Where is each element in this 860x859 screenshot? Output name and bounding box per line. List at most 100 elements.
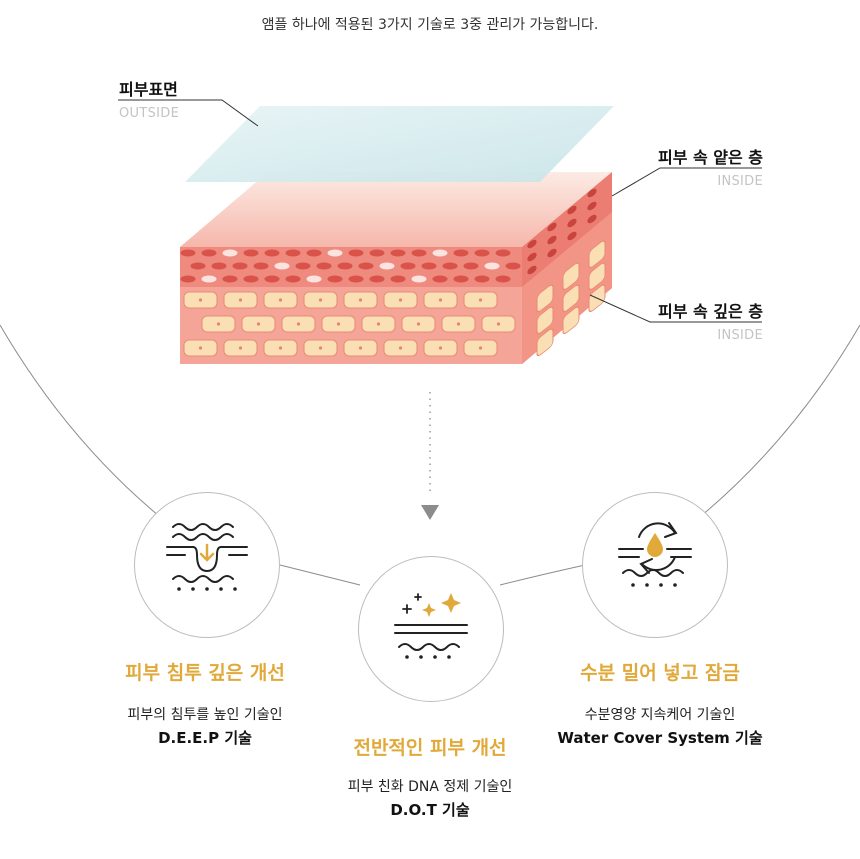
red-cell — [264, 249, 280, 257]
cell-nucleus — [198, 346, 203, 350]
cell-nucleus — [496, 322, 501, 326]
red-cell — [180, 249, 196, 257]
red-cell — [400, 262, 416, 270]
red-cell — [411, 249, 427, 257]
red-cell — [327, 249, 343, 257]
red-cell — [306, 249, 322, 257]
red-cell — [567, 218, 577, 228]
cell-nucleus — [278, 298, 283, 302]
red-cell — [505, 262, 521, 270]
cell-nucleus — [358, 298, 363, 302]
feature-1-code: D.E.E.P 기술 — [158, 729, 252, 747]
red-cell — [295, 262, 311, 270]
feature-2-title: 전반적인 피부 개선 — [353, 737, 507, 759]
cell-nucleus — [376, 322, 381, 326]
feature-1-title: 피부 침투 깊은 개선 — [125, 662, 285, 684]
cell-nucleus — [416, 322, 421, 326]
red-cell — [285, 249, 301, 257]
feature-2-circle — [358, 556, 504, 702]
red-cell — [432, 275, 448, 283]
red-cell — [432, 249, 448, 257]
feature-1-desc: 피부의 침투를 높인 기술인 — [127, 707, 283, 723]
feature-3-desc: 수분영양 지속케어 기술인 — [584, 707, 736, 723]
skin-cell — [536, 284, 554, 313]
red-cell — [421, 262, 437, 270]
feature-3-code: Water Cover System 기술 — [557, 729, 763, 747]
cell-nucleus — [318, 298, 323, 302]
cell-nucleus — [278, 346, 283, 350]
red-cell — [495, 249, 511, 257]
red-cell — [390, 275, 406, 283]
cell-nucleus — [478, 298, 483, 302]
red-cell — [243, 249, 259, 257]
skin-cell — [562, 306, 580, 335]
red-cell — [243, 275, 259, 283]
surface-layer-title: 피부표면 — [119, 80, 178, 99]
feature-3-title: 수분 밀어 넣고 잠금 — [580, 662, 740, 684]
red-cell — [411, 275, 427, 283]
red-cell — [527, 239, 537, 249]
feature-3-circle — [582, 492, 728, 638]
red-cell — [547, 248, 557, 258]
red-cell — [474, 249, 490, 257]
red-cell — [567, 205, 577, 215]
red-cell — [587, 188, 597, 198]
red-cell — [474, 275, 490, 283]
moisture-lock-icon — [618, 522, 692, 587]
feature-2-code: D.O.T 기술 — [390, 801, 470, 819]
red-cell — [316, 262, 332, 270]
red-cell — [390, 249, 406, 257]
red-cell — [180, 275, 196, 283]
red-cell — [587, 214, 597, 224]
red-cell — [379, 262, 395, 270]
cell-nucleus — [238, 346, 243, 350]
deep-layer-sub: INSIDE — [717, 328, 763, 343]
red-cell — [232, 262, 248, 270]
red-cell — [587, 201, 597, 211]
deep-layer-title: 피부 속 깊은 층 — [657, 302, 763, 321]
red-cell — [285, 275, 301, 283]
surface-layer-sub: OUTSIDE — [119, 106, 180, 121]
feature-2-desc: 피부 친화 DNA 정제 기술인 — [347, 779, 513, 795]
cell-nucleus — [238, 298, 243, 302]
cell-nucleus — [296, 322, 301, 326]
cell-nucleus — [198, 298, 203, 302]
sparkle-skin-icon — [394, 593, 468, 659]
red-cell — [463, 262, 479, 270]
feature-1-circle — [134, 492, 280, 638]
red-cell — [527, 252, 537, 262]
red-cell — [253, 262, 269, 270]
surface-film — [185, 106, 614, 182]
intro-text: 앰플 하나에 적용된 3가지 기술로 3중 관리가 가능합니다. — [261, 17, 599, 33]
red-cell — [348, 275, 364, 283]
red-cell — [442, 262, 458, 270]
skin-penetration-icon — [166, 523, 248, 591]
red-cell — [547, 222, 557, 232]
red-cell — [369, 249, 385, 257]
skin-cell — [588, 240, 606, 269]
cell-nucleus — [318, 346, 323, 350]
red-cell — [453, 275, 469, 283]
skin-cell — [536, 328, 554, 357]
red-cell — [190, 262, 206, 270]
red-cell — [358, 262, 374, 270]
cell-nucleus — [216, 322, 221, 326]
skin-layer-diagram — [118, 99, 762, 364]
red-cell — [327, 275, 343, 283]
red-cell — [222, 275, 238, 283]
red-cell — [264, 275, 280, 283]
red-cell — [211, 262, 227, 270]
red-cell — [201, 249, 217, 257]
skin-cell — [588, 262, 606, 291]
red-cell — [274, 262, 290, 270]
shallow-layer-sub: INSIDE — [717, 174, 763, 189]
red-cell — [222, 249, 238, 257]
red-cell — [369, 275, 385, 283]
cell-nucleus — [358, 346, 363, 350]
red-cell — [306, 275, 322, 283]
red-cell — [495, 275, 511, 283]
red-cell — [201, 275, 217, 283]
red-cell — [484, 262, 500, 270]
red-cell — [337, 262, 353, 270]
